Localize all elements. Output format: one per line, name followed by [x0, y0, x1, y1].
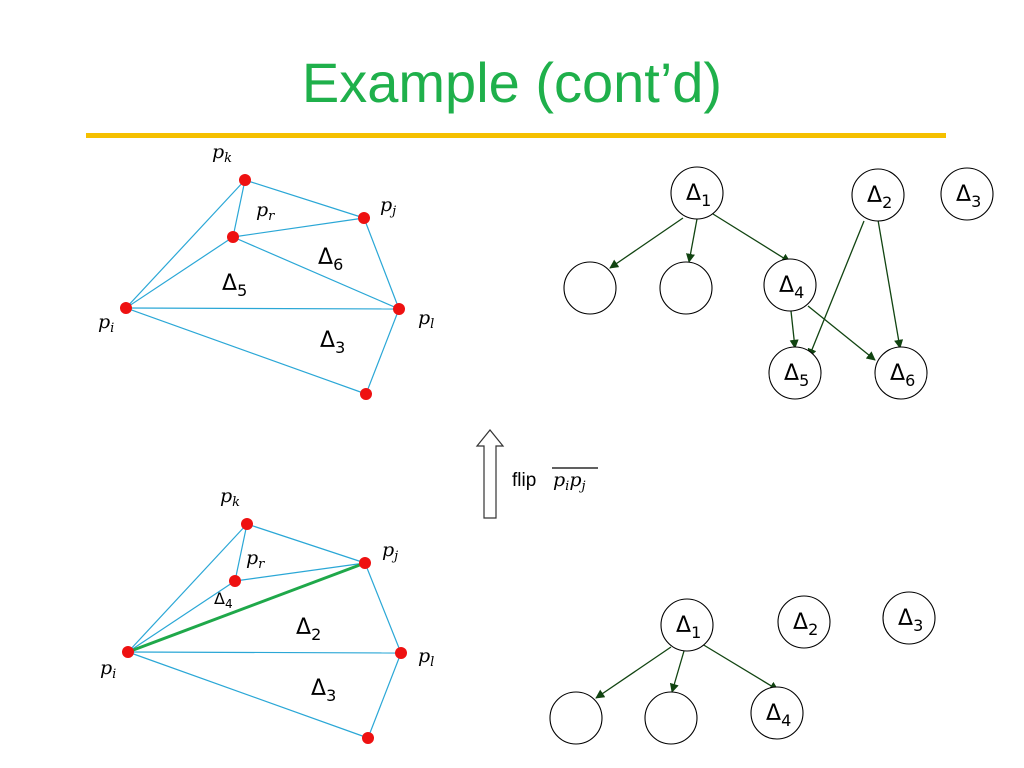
point-pk — [239, 174, 251, 186]
point-pj — [359, 557, 371, 569]
point-pl — [393, 303, 405, 315]
label-triangle-3: Δ3 — [320, 328, 345, 357]
label-pk: pk — [212, 141, 232, 166]
label-pi: pi — [98, 311, 114, 336]
label-triangle-2: Δ2 — [296, 615, 321, 644]
node-label: Δ2 — [793, 610, 818, 639]
flip-label: flip — [512, 470, 536, 491]
dag-node-delta-3 — [940, 167, 994, 221]
node-label: Δ1 — [686, 181, 711, 210]
dag-node-leaf — [549, 691, 603, 745]
point-pl — [395, 647, 407, 659]
dag-node-delta-2 — [851, 168, 905, 222]
top-triangulation: pk pr pj pi pl Δ6 Δ5 Δ3 — [98, 141, 434, 400]
point-pj — [358, 212, 370, 224]
label-triangle-3: Δ3 — [311, 676, 336, 705]
label-pj: pj — [382, 539, 398, 564]
dag-node-delta-6 — [874, 346, 928, 400]
flip-indicator: flip pipj — [475, 429, 598, 519]
slide-title: Example (cont’d) — [301, 51, 723, 114]
dag-node-leaf — [644, 691, 698, 745]
node-label: Δ4 — [766, 701, 791, 730]
node-label: Δ6 — [890, 361, 915, 390]
point-pr — [229, 575, 241, 587]
point-pk — [241, 518, 253, 530]
flip-edge-label: pipj — [553, 469, 586, 494]
label-pr: pr — [256, 199, 275, 224]
label-pr: pr — [246, 547, 265, 572]
flipped-edge — [127, 561, 366, 654]
label-pk: pk — [220, 485, 240, 510]
label-pi: pi — [100, 657, 116, 682]
dag-node-delta-1 — [660, 598, 714, 652]
title-divider — [86, 133, 946, 138]
label-triangle-4: Δ4 — [214, 589, 233, 611]
label-pj: pj — [380, 194, 396, 219]
dag-node-delta-4 — [750, 686, 804, 740]
up-arrow-icon — [475, 429, 505, 519]
node-label: Δ4 — [779, 273, 804, 302]
point-bottom — [360, 388, 372, 400]
label-triangle-5: Δ5 — [222, 271, 247, 300]
dag-node-delta-5 — [768, 346, 822, 400]
dag-node-delta-1 — [670, 166, 724, 220]
point-bottom — [362, 732, 374, 744]
dag-node-delta-4 — [763, 258, 817, 312]
point-pr — [227, 231, 239, 243]
dag-node-leaf — [659, 261, 713, 315]
dag-node-delta-2 — [777, 595, 831, 649]
top-history-dag: Δ1 Δ2 Δ3 Δ4 Δ5 Δ6 — [563, 166, 994, 400]
node-label: Δ5 — [784, 361, 809, 390]
point-pi — [122, 646, 134, 658]
bottom-triangulation: pk pr pj pi pl Δ4 Δ2 Δ3 — [100, 485, 434, 744]
bottom-history-dag: Δ1 Δ2 Δ3 Δ4 — [549, 591, 936, 745]
dag-node-delta-3 — [882, 591, 936, 645]
node-label: Δ3 — [898, 606, 923, 635]
node-label: Δ3 — [956, 182, 981, 211]
dag-node-leaf — [563, 261, 617, 315]
label-pl: pl — [418, 307, 434, 332]
label-pl: pl — [418, 645, 434, 670]
point-pi — [120, 302, 132, 314]
label-triangle-6: Δ6 — [318, 245, 343, 274]
node-label: Δ2 — [867, 183, 892, 212]
node-label: Δ1 — [676, 613, 701, 642]
